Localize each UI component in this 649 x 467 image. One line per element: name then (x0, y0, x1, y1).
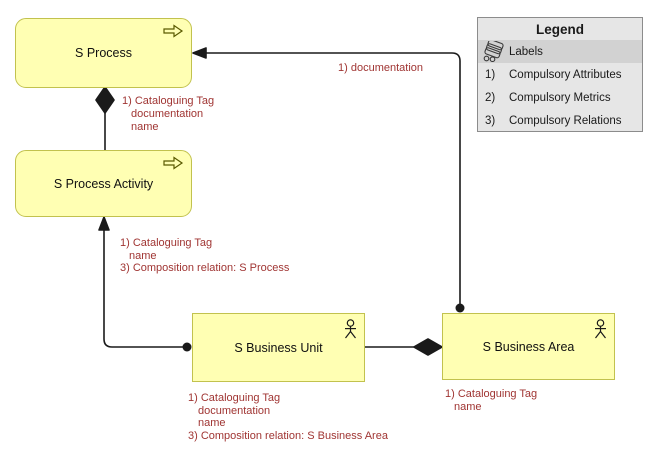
actor-icon (594, 319, 607, 339)
annotation-line: name (198, 417, 226, 429)
actor-icon (344, 319, 357, 339)
tags-icon (478, 41, 509, 62)
annotation-line: 3) Composition relation: S Process (120, 262, 290, 274)
annotation-line: 1) Cataloguing Tag (120, 237, 213, 249)
node-s-business-area: S Business Area (442, 313, 615, 380)
legend-row-label: Labels (509, 45, 543, 58)
annotation-line: name (129, 250, 157, 262)
node-label: S Process Activity (53, 176, 154, 191)
process-arrow-icon (162, 156, 184, 170)
documentation-line (192, 47, 465, 313)
annotation-line: documentation (198, 405, 271, 417)
legend-row-label: Compulsory Metrics (509, 91, 611, 104)
composition-business-area-line (365, 338, 443, 356)
legend-row-metrics: 2) Compulsory Metrics (478, 86, 642, 109)
node-label: S Business Unit (234, 340, 323, 355)
legend-row-number: 1) (485, 68, 496, 81)
node-label: S Process (75, 46, 132, 60)
composition-process-line (95, 86, 115, 150)
legend-title: Legend (535, 21, 584, 37)
process-arrow-icon (162, 24, 184, 38)
legend-row-label: Compulsory Relations (509, 114, 622, 127)
node-s-business-unit: S Business Unit (192, 313, 365, 382)
legend-row-number: 3) (485, 114, 496, 127)
annotation-line: 1) Cataloguing Tag (188, 392, 281, 404)
annotation-line: 1) Cataloguing Tag (445, 388, 538, 400)
legend: Legend Labels 1) Compulsory Attributes (477, 17, 643, 132)
node-s-process-activity: S Process Activity (15, 150, 192, 217)
legend-row-attributes: 1) Compulsory Attributes (478, 63, 642, 86)
annotation-line: documentation (131, 108, 204, 120)
annotation-line: name (131, 121, 159, 133)
annotation-line: name (454, 401, 482, 413)
legend-row-relations: 3) Compulsory Relations (478, 109, 642, 132)
annotation-line: 1) documentation (338, 62, 423, 74)
node-s-process: S Process (15, 18, 192, 88)
business-unit-to-activity-line (98, 216, 192, 352)
legend-row-number: 2) (485, 91, 496, 104)
annotation-line: 3) Composition relation: S Business Area (188, 430, 388, 442)
node-label: S Business Area (482, 339, 575, 354)
annotation-line: 1) Cataloguing Tag (122, 95, 215, 107)
legend-row-labels: Labels (478, 40, 642, 63)
legend-row-label: Compulsory Attributes (509, 68, 622, 81)
